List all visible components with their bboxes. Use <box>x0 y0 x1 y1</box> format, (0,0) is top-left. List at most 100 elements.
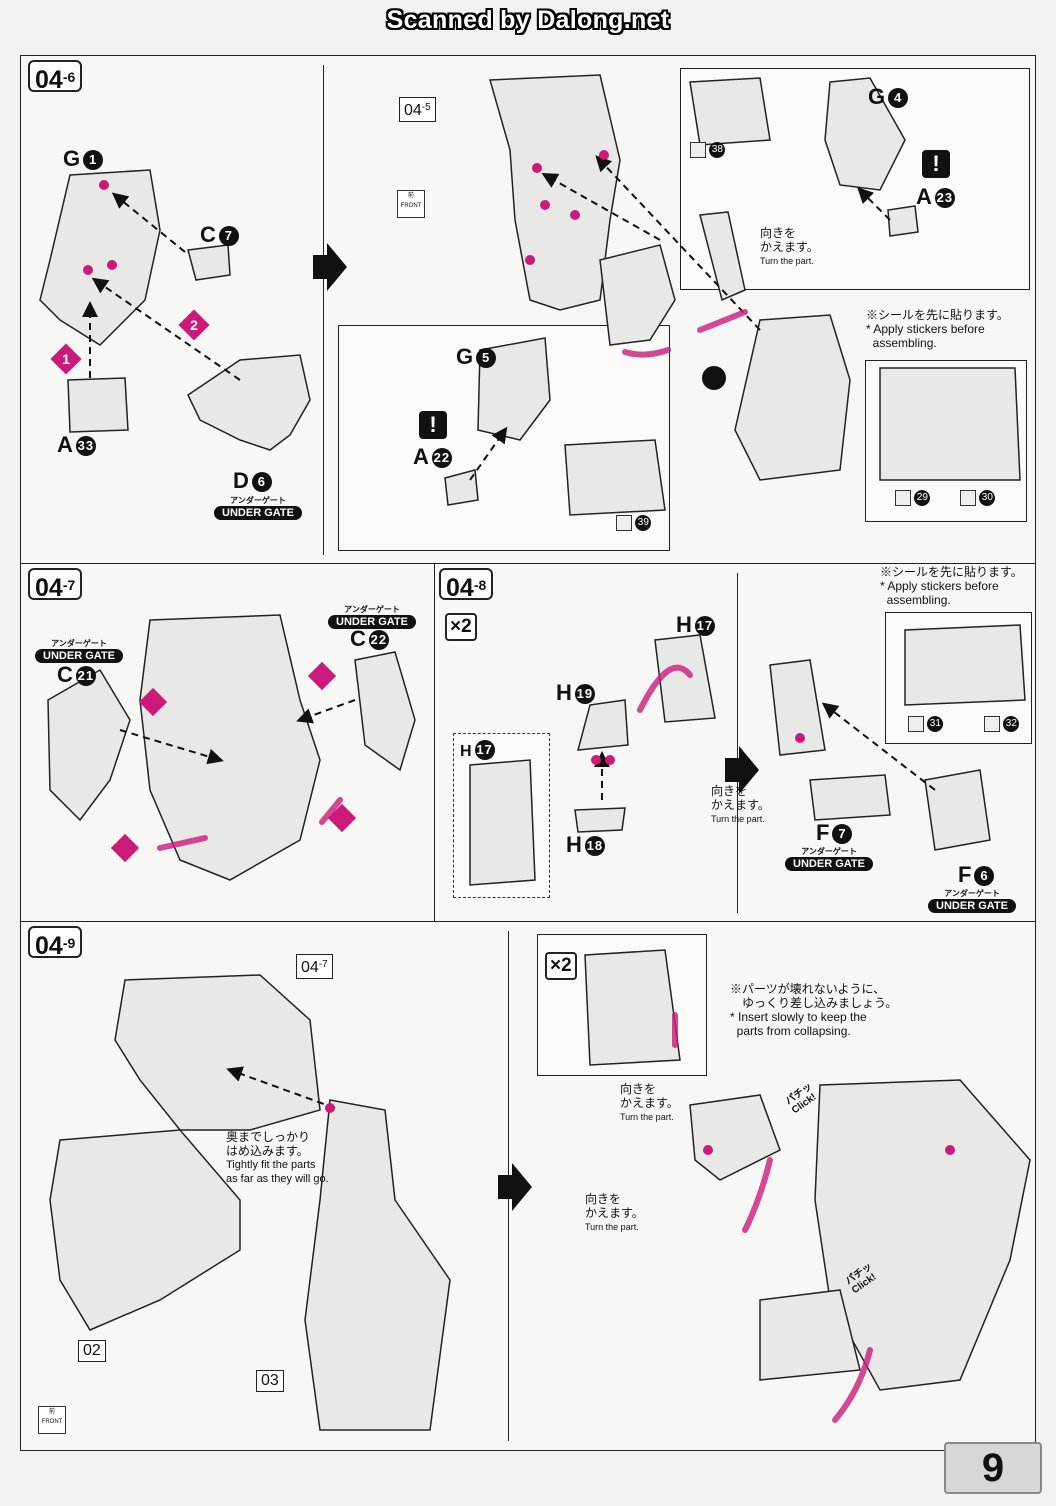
sticker-29: 29 <box>895 490 931 506</box>
step-arrow <box>725 746 759 794</box>
multiplier-badge: ×2 <box>445 613 477 641</box>
part-h18 <box>574 807 626 833</box>
guide-arrow <box>91 277 241 381</box>
part-04-7-chest <box>114 974 321 1131</box>
part-a23 <box>887 205 919 237</box>
order-marker: 1 <box>50 343 82 375</box>
pink-dot <box>795 733 805 743</box>
insert-note: ※パーツが壊れないように、 ゆっくり差し込みましょう。* Insert slow… <box>730 982 898 1038</box>
caution-icon: ! <box>922 150 950 178</box>
part-x2-detail <box>584 949 681 1066</box>
sticker-30: 30 <box>960 490 996 506</box>
pink-dot <box>99 180 109 190</box>
pink-dot <box>570 210 580 220</box>
pink-dot <box>525 255 535 265</box>
part-04-9-assembled <box>814 1079 1031 1391</box>
sticker-note: ※シールを先に貼ります。* Apply stickers before asse… <box>866 308 1009 350</box>
part-side-plate <box>699 211 746 302</box>
pink-dot <box>605 755 615 765</box>
order-marker <box>307 661 337 691</box>
part-a33 <box>67 377 129 433</box>
step-04-9-title: 04-9 <box>28 926 83 960</box>
pink-dot <box>703 1145 713 1155</box>
part-g5 <box>477 337 551 441</box>
part-c7 <box>187 244 231 281</box>
part-h19 <box>576 699 629 751</box>
motion-arrow <box>637 664 693 713</box>
part-shoulder-armor <box>689 1094 781 1181</box>
guide-arrow <box>296 699 356 724</box>
part-sticker-view <box>879 367 1021 481</box>
step-04-7-title: 04-7 <box>28 568 83 602</box>
guide-arrow <box>469 426 508 481</box>
sticker-31: 31 <box>908 716 944 732</box>
part-c22 <box>354 651 416 772</box>
part-h17-detail <box>469 759 536 886</box>
motion-arrow <box>157 835 208 851</box>
part-g4 <box>824 77 906 191</box>
pink-dot <box>532 163 542 173</box>
ref-part-03: 03 <box>256 1370 284 1392</box>
part-c21 <box>47 668 131 822</box>
part-h17 <box>654 634 716 723</box>
order-marker <box>327 803 357 833</box>
guide-arrow <box>119 729 224 765</box>
pink-dot <box>107 260 117 270</box>
part-04-8-assembled <box>769 659 826 756</box>
motion-arrow <box>697 309 748 333</box>
turn-note: 向きを かえます。Turn the part. <box>585 1192 644 1232</box>
motion-arrow <box>742 1157 773 1233</box>
sticker-32: 32 <box>984 716 1020 732</box>
divider <box>737 573 738 913</box>
part-f6 <box>924 769 991 851</box>
part-chest-unit <box>489 74 621 311</box>
pink-dot <box>599 150 609 160</box>
caution-icon: ! <box>419 411 447 439</box>
part-detail-38 <box>689 77 771 146</box>
turn-note: 向きを かえます。Turn the part. <box>760 226 819 266</box>
pink-dot <box>83 265 93 275</box>
motion-arrow <box>319 797 343 825</box>
order-marker: 2 <box>178 309 210 341</box>
order-marker <box>138 687 168 717</box>
step-arrow <box>498 1163 532 1211</box>
part-sticker-view-2 <box>904 624 1026 706</box>
pink-dot <box>591 755 601 765</box>
turn-note: 向きを かえます。Turn the part. <box>620 1082 679 1122</box>
ref-part-02: 02 <box>78 1340 106 1362</box>
pink-dot <box>540 200 550 210</box>
part-f7 <box>809 774 891 821</box>
step-04-8-title: 04-8 <box>439 568 494 602</box>
part-02 <box>49 1129 241 1331</box>
order-marker <box>110 833 140 863</box>
part-lower-armor <box>759 1289 861 1381</box>
ref-step-04-7: 04-7 <box>296 954 333 979</box>
page-number: 9 <box>944 1442 1042 1494</box>
pink-dot <box>945 1145 955 1155</box>
rotate-icon <box>702 366 726 390</box>
sticker-note: ※シールを先に貼ります。* Apply stickers before asse… <box>880 565 1023 607</box>
divider <box>323 65 324 555</box>
ref-step-04-5: 04-5 <box>399 97 436 122</box>
pink-dot <box>325 1103 335 1113</box>
